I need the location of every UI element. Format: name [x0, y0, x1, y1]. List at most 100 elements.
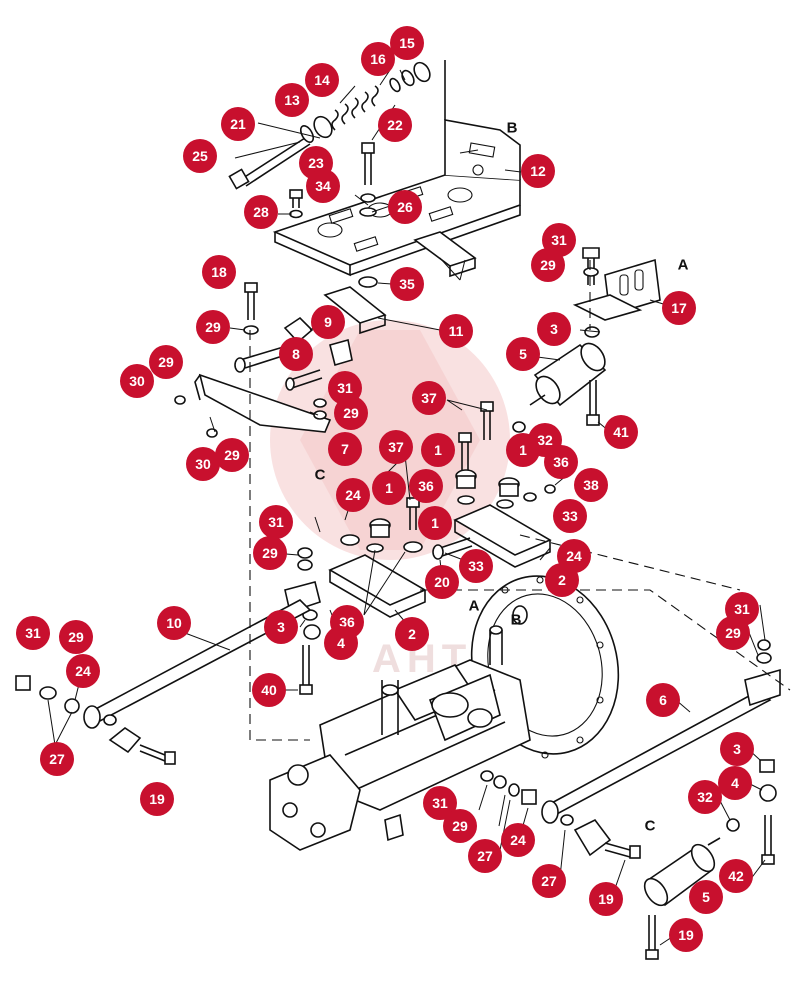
- callout-3: 3: [264, 610, 298, 644]
- callout-33: 33: [459, 549, 493, 583]
- svg-text:29: 29: [343, 405, 359, 421]
- callout-19: 19: [589, 882, 623, 916]
- svg-text:16: 16: [370, 51, 386, 67]
- svg-text:38: 38: [583, 477, 599, 493]
- svg-text:32: 32: [537, 432, 553, 448]
- hydraulic-pump: [269, 575, 620, 851]
- callout-29: 29: [253, 536, 287, 570]
- callout-19: 19: [669, 918, 703, 952]
- callout-24: 24: [336, 478, 370, 512]
- callout-13: 13: [275, 83, 309, 117]
- svg-text:1: 1: [434, 442, 442, 458]
- svg-text:6: 6: [659, 692, 667, 708]
- callout-28: 28: [244, 195, 278, 229]
- svg-text:26: 26: [397, 199, 413, 215]
- callout-37: 37: [379, 430, 413, 464]
- callout-37: 37: [412, 381, 446, 415]
- svg-text:31: 31: [268, 514, 284, 530]
- svg-text:35: 35: [399, 276, 415, 292]
- callout-30: 30: [120, 364, 154, 398]
- svg-text:40: 40: [261, 682, 277, 698]
- callout-41: 41: [604, 415, 638, 449]
- callout-5: 5: [689, 880, 723, 914]
- svg-text:19: 19: [678, 927, 694, 943]
- callout-31: 31: [423, 786, 457, 820]
- callout-29: 29: [59, 620, 93, 654]
- svg-text:1: 1: [519, 442, 527, 458]
- svg-text:19: 19: [598, 891, 614, 907]
- callouts: 15 16 14 13 21 22 25 23 34 12 28 26 31 2…: [16, 26, 759, 952]
- svg-text:33: 33: [468, 558, 484, 574]
- svg-text:30: 30: [195, 456, 211, 472]
- svg-text:9: 9: [324, 314, 332, 330]
- svg-text:3: 3: [277, 619, 285, 635]
- svg-text:42: 42: [728, 868, 744, 884]
- svg-text:11: 11: [449, 323, 464, 339]
- svg-text:15: 15: [399, 35, 415, 51]
- svg-text:13: 13: [284, 92, 300, 108]
- svg-text:2: 2: [558, 572, 566, 588]
- callout-24: 24: [66, 654, 100, 688]
- callout-8: 8: [279, 337, 313, 371]
- svg-text:30: 30: [129, 373, 145, 389]
- svg-text:27: 27: [49, 751, 65, 767]
- callout-5: 5: [506, 337, 540, 371]
- callout-27: 27: [40, 742, 74, 776]
- callout-2: 2: [395, 617, 429, 651]
- svg-text:29: 29: [224, 447, 240, 463]
- callout-29: 29: [443, 809, 477, 843]
- callout-26: 26: [388, 190, 422, 224]
- svg-text:4: 4: [731, 775, 739, 791]
- callout-29: 29: [215, 438, 249, 472]
- callout-31: 31: [16, 616, 50, 650]
- callout-25: 25: [183, 139, 217, 173]
- spacer-bars-11: [323, 231, 477, 335]
- svg-text:12: 12: [530, 163, 546, 179]
- svg-text:27: 27: [541, 873, 557, 889]
- svg-text:31: 31: [734, 601, 750, 617]
- svg-text:31: 31: [432, 795, 448, 811]
- callout-2: 2: [545, 563, 579, 597]
- callout-24: 24: [501, 823, 535, 857]
- svg-text:28: 28: [253, 204, 269, 220]
- svg-text:1: 1: [385, 480, 393, 496]
- pump-side-hardware: [480, 770, 537, 805]
- damper-5-upper: [529, 326, 607, 426]
- ref-letter-b-pump: B: [511, 612, 522, 629]
- svg-text:4: 4: [337, 635, 345, 651]
- ref-letter-c-left: C: [315, 467, 326, 484]
- callout-31: 31: [259, 505, 293, 539]
- svg-text:36: 36: [339, 614, 355, 630]
- callout-4: 4: [718, 766, 752, 800]
- svg-text:33: 33: [562, 508, 578, 524]
- callout-40: 40: [252, 673, 286, 707]
- svg-text:25: 25: [192, 148, 208, 164]
- callout-29: 29: [334, 396, 368, 430]
- callout-1: 1: [372, 471, 406, 505]
- callout-29: 29: [531, 248, 565, 282]
- callout-36: 36: [409, 469, 443, 503]
- svg-text:29: 29: [540, 257, 556, 273]
- callout-12: 12: [521, 154, 555, 188]
- callout-11: 11: [439, 314, 473, 348]
- svg-text:29: 29: [158, 354, 174, 370]
- callout-3: 3: [537, 312, 571, 346]
- svg-text:29: 29: [262, 545, 278, 561]
- svg-text:8: 8: [292, 346, 300, 362]
- svg-text:36: 36: [553, 454, 569, 470]
- callout-22: 22: [378, 108, 412, 142]
- callout-27: 27: [468, 839, 502, 873]
- svg-text:41: 41: [613, 424, 629, 440]
- callout-29: 29: [716, 616, 750, 650]
- svg-text:10: 10: [166, 615, 182, 631]
- svg-text:29: 29: [68, 629, 84, 645]
- svg-text:1: 1: [431, 515, 439, 531]
- callout-27: 27: [532, 864, 566, 898]
- ref-letter-b-top: B: [507, 120, 518, 137]
- svg-text:29: 29: [205, 319, 221, 335]
- callout-3: 3: [720, 732, 754, 766]
- spring-assembly: [228, 61, 431, 190]
- svg-text:37: 37: [388, 439, 404, 455]
- callout-9: 9: [311, 305, 345, 339]
